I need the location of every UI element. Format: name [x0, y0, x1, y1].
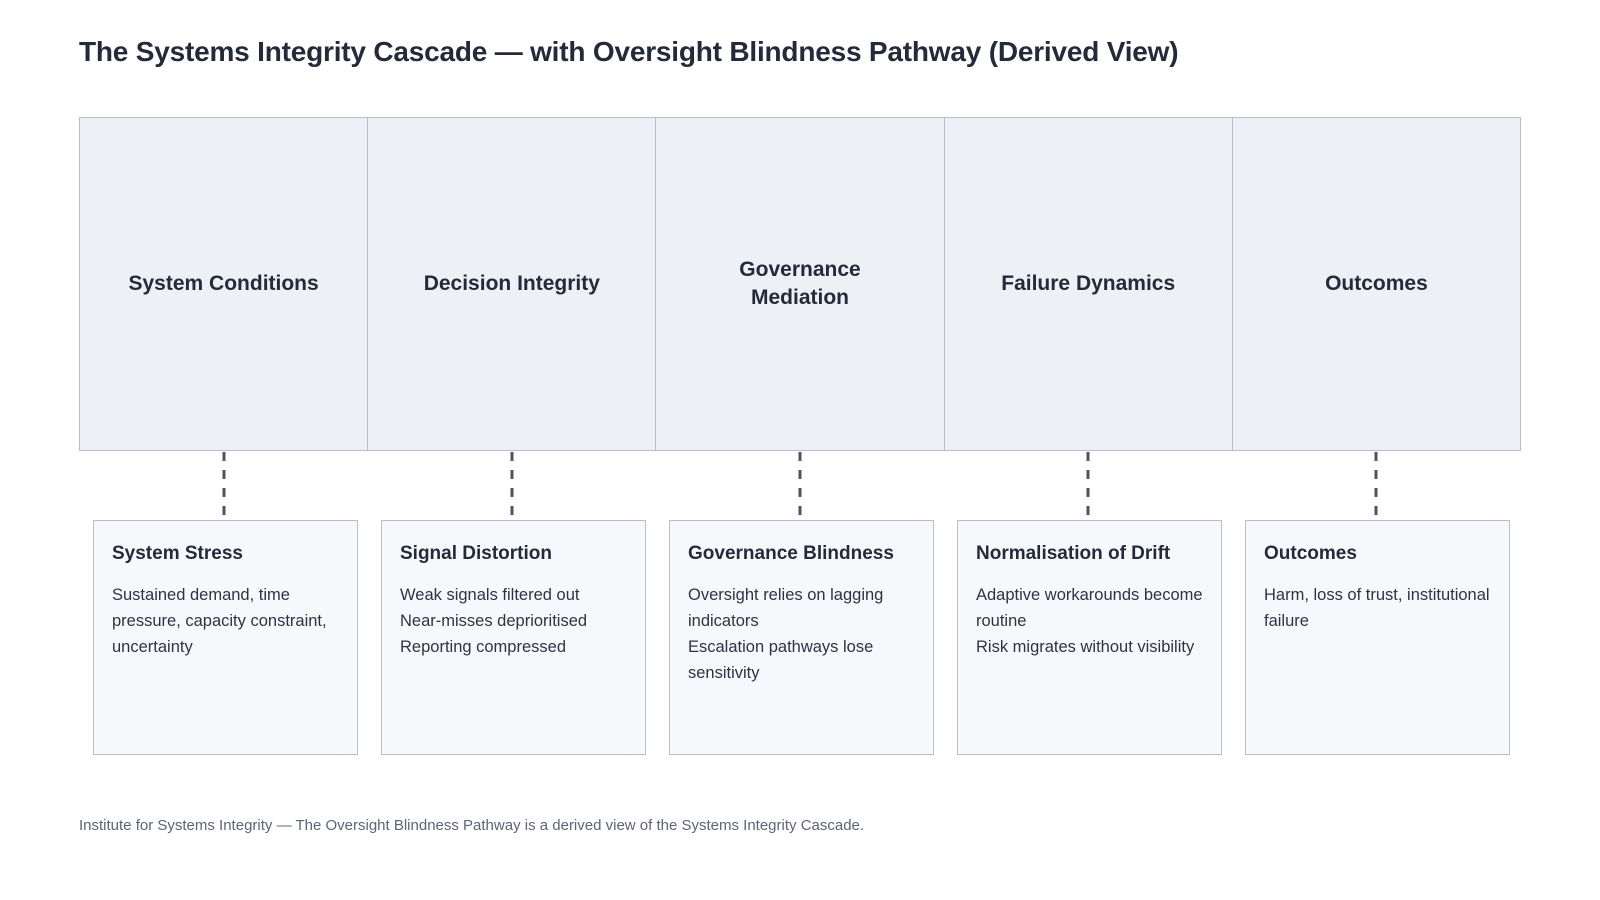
card-body-line: Harm, loss of trust, institutional failu…: [1264, 585, 1490, 630]
stage-label: System Conditions: [128, 271, 319, 295]
stage-cell-governance-mediation[interactable]: Governance Mediation: [656, 118, 945, 450]
card-body-line: Escalation pathways lose sensitivity: [688, 637, 874, 682]
card-body: Harm, loss of trust, institutional failu…: [1264, 582, 1491, 634]
card-body-line: Risk migrates without visibility: [976, 637, 1195, 656]
card-title: Outcomes: [1264, 543, 1357, 564]
card-body: Sustained demand, time pressure, capacit…: [112, 582, 339, 660]
card-body-line: Adaptive workarounds become routine: [976, 585, 1203, 630]
card-outcomes[interactable]: Outcomes Harm, loss of trust, institutio…: [1245, 520, 1510, 755]
card-body: Adaptive workarounds become routine Risk…: [976, 582, 1203, 660]
card-title: Signal Distortion: [400, 543, 552, 564]
card-governance-blindness[interactable]: Governance Blindness Oversight relies on…: [669, 520, 934, 755]
card-body-line: Oversight relies on lagging indicators: [688, 585, 884, 630]
card-body-line: Sustained demand, time pressure, capacit…: [112, 585, 327, 630]
card-body-line: Reporting compressed: [400, 637, 566, 656]
stage-label: Decision Integrity: [423, 271, 600, 295]
card-body-line: Weak signals filtered out: [400, 585, 580, 604]
card-title: Governance Blindness: [688, 543, 894, 564]
card-system-stress[interactable]: System Stress Sustained demand, time pre…: [93, 520, 358, 755]
page-title: The Systems Integrity Cascade — with Ove…: [79, 36, 1179, 67]
card-body: Oversight relies on lagging indicators E…: [688, 582, 915, 686]
card-title: System Stress: [112, 543, 243, 564]
stage-band: System Conditions Decision Integrity Gov…: [79, 117, 1521, 451]
card-normalisation-of-drift[interactable]: Normalisation of Drift Adaptive workarou…: [957, 520, 1222, 755]
stage-cell-system-conditions[interactable]: System Conditions: [80, 118, 369, 450]
stage-cell-failure-dynamics[interactable]: Failure Dynamics: [945, 118, 1233, 450]
card-body-line: uncertainty: [112, 637, 193, 656]
card-row: System Stress Sustained demand, time pre…: [93, 520, 1513, 755]
stage-label: Outcomes: [1325, 271, 1428, 295]
card-body: Weak signals filtered out Near-misses de…: [400, 582, 627, 660]
footer-note: Institute for Systems Integrity — The Ov…: [79, 817, 865, 834]
stage-label: Failure Dynamics: [1001, 271, 1176, 295]
stage-cell-decision-integrity[interactable]: Decision Integrity: [368, 118, 657, 450]
stage-label: Governance Mediation: [739, 257, 861, 309]
card-title: Normalisation of Drift: [976, 543, 1171, 564]
card-body-line: Near-misses deprioritised: [400, 611, 588, 630]
card-signal-distortion[interactable]: Signal Distortion Weak signals filtered …: [381, 520, 646, 755]
stage-cell-outcomes[interactable]: Outcomes: [1233, 118, 1520, 450]
